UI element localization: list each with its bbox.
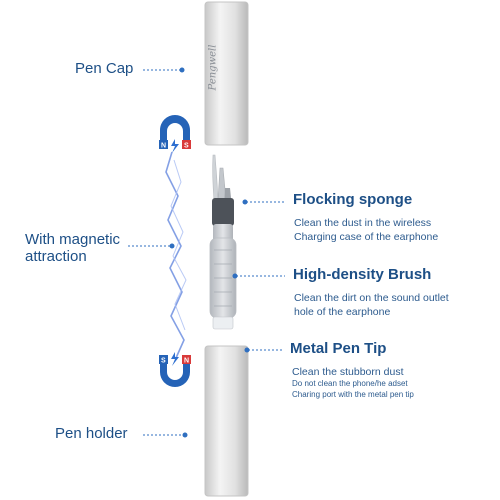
- callout-title-metal-pen-tip: Metal Pen Tip: [290, 340, 387, 357]
- magnet-icon: S N: [159, 352, 191, 387]
- pen-cap-body: [204, 1, 249, 146]
- magnet-top-right-pole: S: [184, 143, 189, 150]
- label-magnetic-line-2: attraction: [25, 248, 87, 265]
- callout-title-high-density-brush: High-density Brush: [293, 266, 432, 283]
- brand-logo-text: Pengwell: [207, 44, 219, 91]
- callout-desc-line: Clean the stubborn dust: [292, 366, 404, 378]
- label-magnetic-line-1: With magnetic: [25, 231, 121, 248]
- callout-warning-line: Charing port with the metal pen tip: [292, 390, 414, 399]
- callout-warning-line: Do not clean the phone/he adset: [292, 379, 408, 388]
- callout-desc-line: Clean the dirt on the sound outlet: [294, 292, 449, 304]
- magnet-top-left-pole: N: [161, 143, 166, 150]
- magnet-bottom-left-pole: S: [161, 358, 166, 365]
- brush-tool: [209, 154, 237, 330]
- callout-desc-line: hole of the earphone: [294, 306, 391, 318]
- callout-title-flocking-sponge: Flocking sponge: [293, 191, 413, 208]
- callout-desc-line: Clean the dust in the wireless: [294, 217, 432, 229]
- label-pen-holder: Pen holder: [55, 425, 128, 442]
- lightning-icon: [165, 151, 185, 359]
- label-pen-cap: Pen Cap: [75, 60, 134, 77]
- callout-desc-line: Charging case of the earphone: [294, 231, 439, 243]
- pen-holder-body: [204, 345, 249, 497]
- magnet-icon: N S: [159, 115, 191, 153]
- magnet-bottom-right-pole: N: [184, 358, 189, 365]
- leader-lines: [128, 69, 285, 436]
